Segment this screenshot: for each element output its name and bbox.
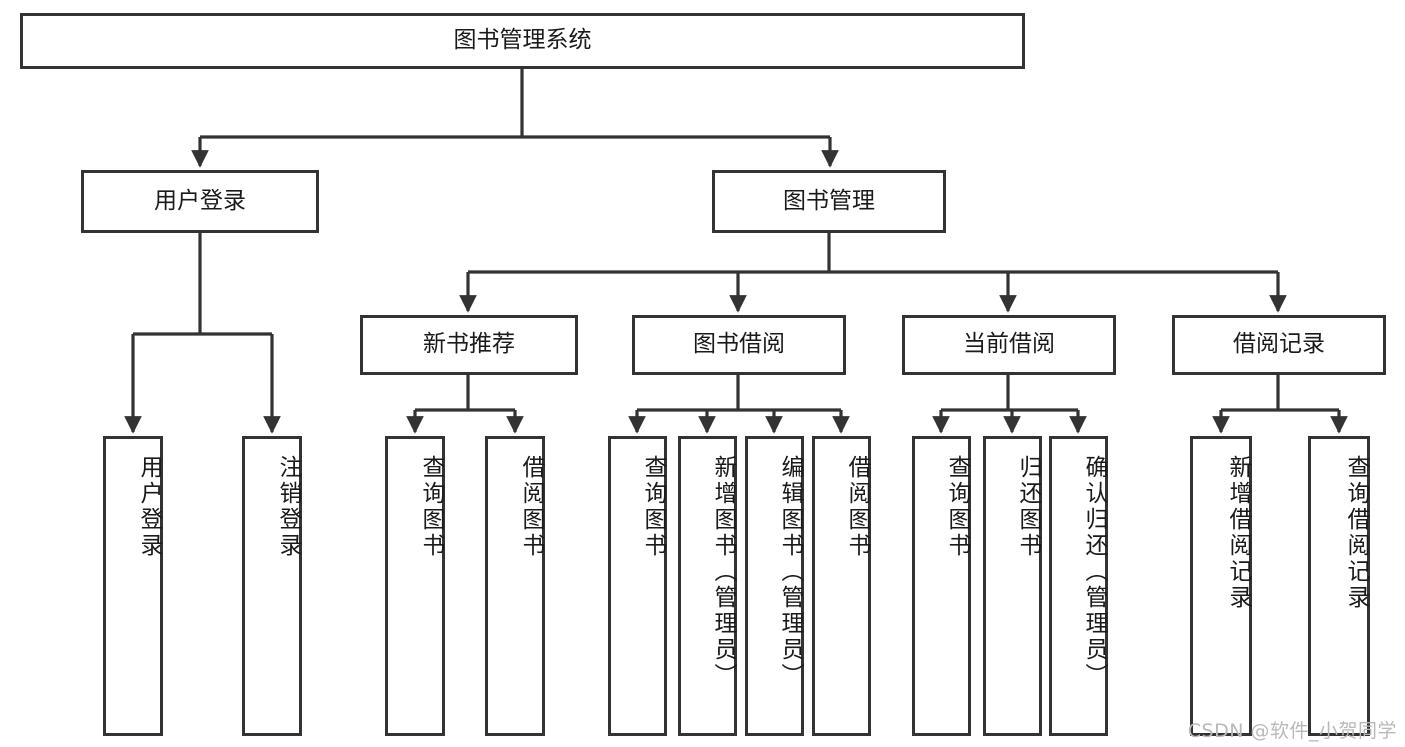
node-label: 新增借阅记录 xyxy=(1225,455,1251,611)
node-book-manage[interactable]: 图书管理 xyxy=(712,170,946,233)
node-label: 借阅图书 xyxy=(844,455,870,559)
watermark-csdn: CSDN @软件_小贺同学 xyxy=(1187,720,1397,742)
node-new-book-recommend[interactable]: 新书推荐 xyxy=(360,315,578,375)
node-current-borrow[interactable]: 当前借阅 xyxy=(902,315,1116,375)
node-leaf-confirm-return[interactable]: 确认归还（管理员） xyxy=(1049,436,1108,736)
node-label: 新书推荐 xyxy=(423,331,515,358)
node-leaf-add-record[interactable]: 新增借阅记录 xyxy=(1190,436,1252,736)
node-label: 用户登录 xyxy=(154,187,246,214)
node-book-borrow[interactable]: 图书借阅 xyxy=(632,315,846,375)
node-root-system[interactable]: 图书管理系统 xyxy=(20,13,1025,69)
node-label: 借阅图书 xyxy=(518,455,544,559)
node-label: 查询图书 xyxy=(944,455,970,559)
node-leaf-return-book[interactable]: 归还图书 xyxy=(983,436,1042,736)
node-leaf-edit-book[interactable]: 编辑图书（管理员） xyxy=(745,436,804,736)
node-label: 注销登录 xyxy=(275,455,301,559)
node-leaf-query-book-2[interactable]: 查询图书 xyxy=(608,436,667,736)
node-label: 借阅记录 xyxy=(1233,331,1325,358)
node-label: 用户登录 xyxy=(136,455,162,559)
node-label: 查询图书 xyxy=(640,455,666,559)
node-user-login[interactable]: 用户登录 xyxy=(81,170,319,233)
node-label: 图书管理系统 xyxy=(453,27,592,54)
node-leaf-user-login[interactable]: 用户登录 xyxy=(103,436,163,736)
node-label: 查询图书 xyxy=(418,455,444,559)
node-borrow-record[interactable]: 借阅记录 xyxy=(1172,315,1386,375)
node-label: 图书管理 xyxy=(783,187,875,214)
node-leaf-query-book-3[interactable]: 查询图书 xyxy=(912,436,971,736)
node-leaf-borrow-book-1[interactable]: 借阅图书 xyxy=(485,436,545,736)
node-leaf-query-book-1[interactable]: 查询图书 xyxy=(385,436,445,736)
node-label: 新增图书（管理员） xyxy=(710,455,736,689)
node-label: 查询借阅记录 xyxy=(1343,455,1369,611)
node-label: 编辑图书（管理员） xyxy=(777,455,803,689)
node-label: 确认归还（管理员） xyxy=(1081,455,1107,689)
node-leaf-borrow-book-2[interactable]: 借阅图书 xyxy=(812,436,871,736)
node-label: 当前借阅 xyxy=(963,331,1055,358)
node-leaf-query-record[interactable]: 查询借阅记录 xyxy=(1308,436,1370,736)
node-leaf-logout[interactable]: 注销登录 xyxy=(242,436,302,736)
node-label: 图书借阅 xyxy=(693,331,785,358)
node-label: 归还图书 xyxy=(1015,455,1041,559)
node-leaf-add-book[interactable]: 新增图书（管理员） xyxy=(678,436,737,736)
